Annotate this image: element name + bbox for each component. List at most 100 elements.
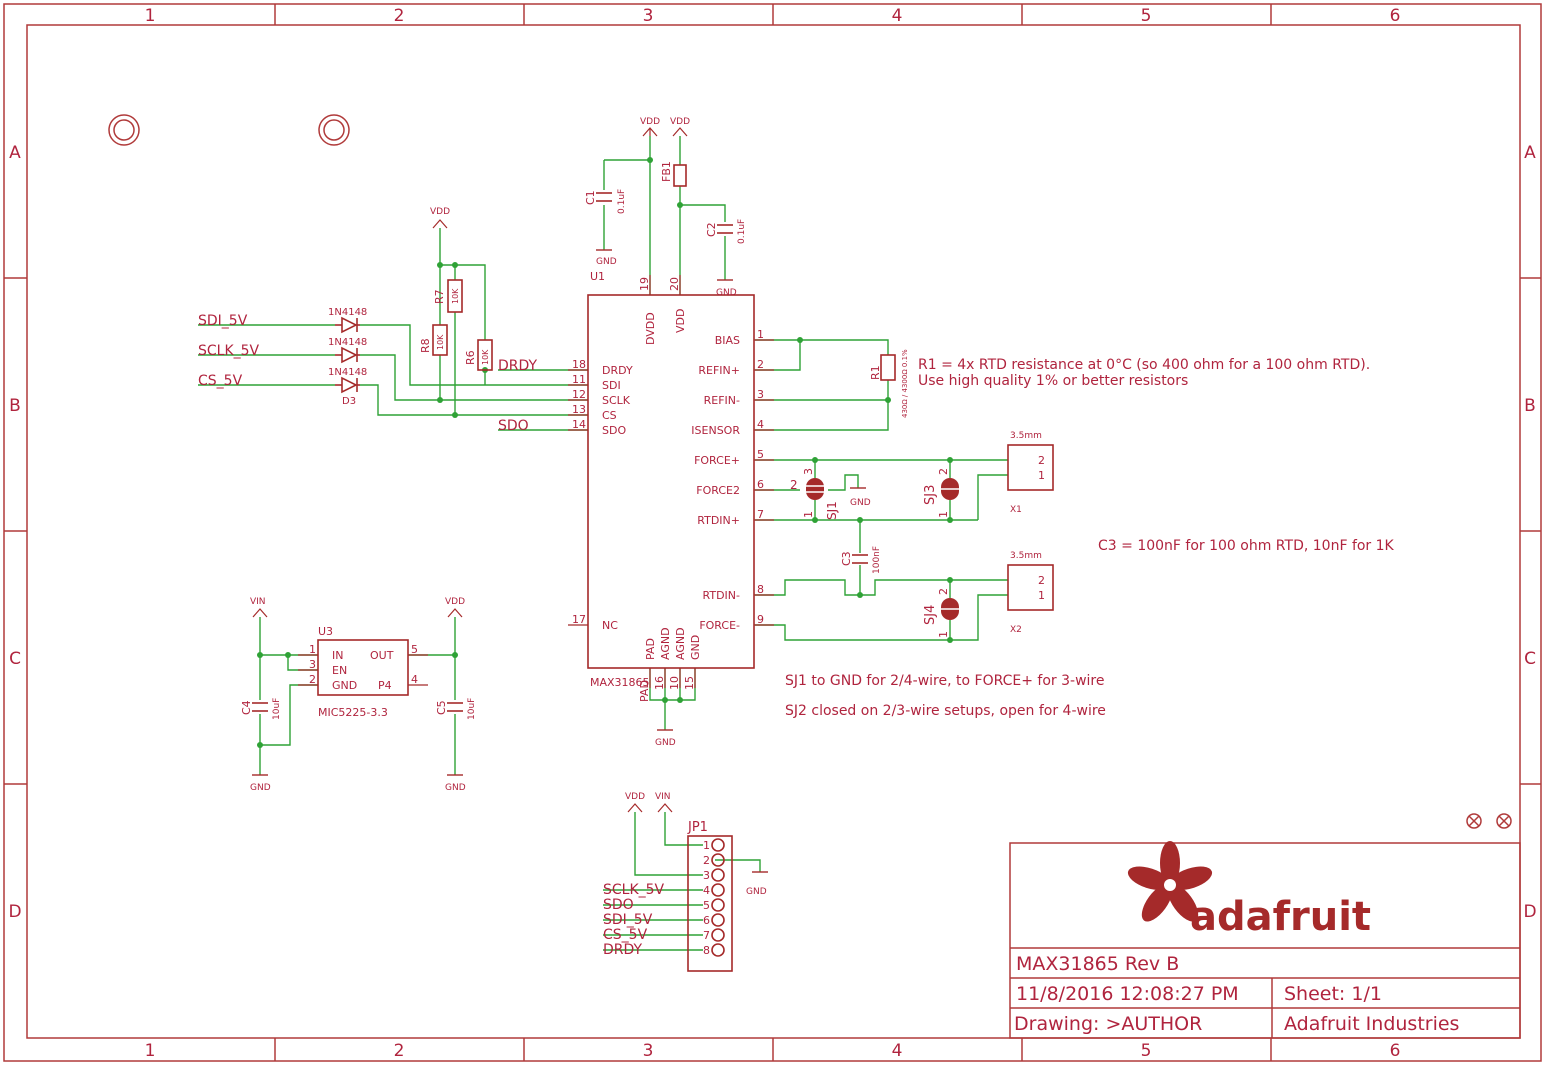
c5-value: 10uF	[467, 698, 477, 720]
sj1-pin-3: 3	[802, 468, 815, 475]
vin-label-u3: VIN	[250, 597, 266, 607]
u1-pin-num-11: 11	[572, 373, 586, 386]
u3-pin-label-in: IN	[332, 649, 343, 662]
x1-value: 3.5mm	[1010, 431, 1042, 441]
u1-pin-label-force-minus: FORCE-	[699, 619, 740, 632]
u1-pin-num-7: 7	[757, 508, 764, 521]
u1-value: MAX31865	[590, 676, 650, 689]
sj1-ref: SJ1	[825, 501, 839, 520]
jp1-pin-1: 1	[703, 839, 710, 852]
diode-2-ref: 1N4148	[328, 337, 367, 348]
x2-pin-2: 2	[1038, 574, 1045, 587]
jp1-net-sclk-5v: SCLK_5V	[603, 882, 665, 898]
col-label-top-1: 1	[145, 6, 156, 26]
u1-pin-label-rtdin-minus: RTDIN-	[703, 589, 741, 602]
u1-pin-num-14: 14	[572, 418, 586, 431]
frame-row-labels: A B C D A B C D	[8, 143, 1536, 922]
u1-pin-label-force-plus: FORCE+	[694, 454, 740, 467]
u1-pin-label-isensor: ISENSOR	[691, 424, 740, 437]
u1-pin-num-18: 18	[572, 358, 586, 371]
vdd-label-jp1: VDD	[625, 792, 645, 802]
jp1-pin-4: 4	[703, 884, 710, 897]
row-label-left-d: D	[8, 902, 21, 922]
u1-pin-label-dvdd: DVDD	[644, 312, 657, 345]
u1-pin-label-drdy: DRDY	[602, 364, 633, 377]
row-label-right-d: D	[1523, 902, 1536, 922]
net-label-sclk-5v: SCLK_5V	[198, 343, 260, 359]
vdd-label-u3: VDD	[445, 597, 465, 607]
row-label-left-b: B	[9, 396, 21, 416]
fiducial-icon	[1466, 813, 1512, 829]
title-block	[1009, 842, 1521, 1039]
title-text: MAX31865 Rev B	[1016, 953, 1179, 975]
u1-pin-label-vdd: VDD	[674, 309, 687, 333]
vdd-arrow-icon	[432, 127, 688, 813]
r7-ref: R7	[433, 289, 446, 304]
mounting-hole-icon	[108, 114, 350, 146]
u3-pin-label-out: OUT	[370, 649, 394, 662]
c4-value: 10uF	[272, 698, 282, 720]
u1-pin-label-force2: FORCE2	[696, 484, 740, 497]
col-label-bottom-4: 4	[892, 1041, 903, 1061]
u1-pin-label-refin-plus: REFIN+	[698, 364, 740, 377]
jp1-pin-3: 3	[703, 869, 710, 882]
col-label-top-2: 2	[394, 6, 405, 26]
vin-label-jp1: VIN	[655, 792, 671, 802]
x2-ref: X2	[1010, 625, 1022, 635]
gnd-label-sj1: GND	[850, 498, 871, 508]
sj4-ref: SJ4	[923, 605, 938, 625]
col-label-top-3: 3	[643, 6, 654, 26]
note-c3: C3 = 100nF for 100 ohm RTD, 10nF for 1K	[1098, 538, 1395, 554]
u1-pin-num-1: 1	[757, 328, 764, 341]
col-label-bottom-2: 2	[394, 1041, 405, 1061]
row-label-right-a: A	[1524, 143, 1536, 163]
col-label-bottom-5: 5	[1141, 1041, 1152, 1061]
diode-3-designator: D3	[342, 396, 356, 407]
vdd-label-c1: VDD	[640, 117, 660, 127]
sj3-pin-1: 1	[937, 511, 950, 518]
diode-1-ref: 1N4148	[328, 307, 367, 318]
col-label-top-4: 4	[892, 6, 903, 26]
jp1-net-sdo: SDO	[603, 897, 634, 913]
frame-column-labels: 1 2 3 4 5 6 1 2 3 4 5 6	[145, 6, 1401, 1061]
jp1-pin-6: 6	[703, 914, 710, 927]
c3-ref: C3	[840, 551, 853, 566]
u3-ref: U3	[318, 625, 333, 638]
company-text: Adafruit Industries	[1284, 1013, 1459, 1035]
u1-pin-num-16: 16	[653, 676, 666, 690]
u1-pin-num-13: 13	[572, 403, 586, 416]
vin-arrow-icon	[252, 608, 673, 813]
junction-dots	[257, 157, 953, 748]
diode-3-ref: 1N4148	[328, 367, 367, 378]
u1-pin-label-refin-minus: REFIN-	[704, 394, 740, 407]
u1-pin-num-2: 2	[757, 358, 764, 371]
row-label-left-c: C	[9, 649, 21, 669]
u1-pin-num-4: 4	[757, 418, 764, 431]
date-text: 11/8/2016 12:08:27 PM	[1016, 983, 1239, 1005]
note-r1-line2: Use high quality 1% or better resistors	[918, 373, 1188, 389]
x1-pin-1: 1	[1038, 469, 1045, 482]
u1-pin-num-10: 10	[668, 676, 681, 690]
u1-pad-pin-label: PAD	[638, 680, 651, 702]
col-label-bottom-3: 3	[643, 1041, 654, 1061]
sj1-pin-1: 1	[802, 511, 815, 518]
r7-value: 10K	[451, 288, 460, 304]
u1-pin-num-15: 15	[683, 676, 696, 690]
u3-pin-num-4: 4	[411, 673, 418, 686]
u1-pin-num-12: 12	[572, 388, 586, 401]
u1-pin-num-19: 19	[638, 277, 651, 291]
gnd-label-u1: GND	[655, 738, 676, 748]
r8-ref: R8	[419, 338, 432, 353]
jp1-pin-7: 7	[703, 929, 710, 942]
sj3-ref: SJ3	[923, 485, 938, 505]
gnd-symbol-icon	[252, 249, 866, 873]
u3-value: MIC5225-3.3	[318, 706, 388, 719]
col-label-top-6: 6	[1390, 6, 1401, 26]
c5-ref: C5	[435, 700, 448, 715]
vdd-label-pullup: VDD	[430, 207, 450, 217]
u3-pin-label-en: EN	[332, 664, 347, 677]
c1-value: 0.1uF	[617, 189, 627, 214]
u1-pin-label-sdo: SDO	[602, 424, 626, 437]
note-sj2: SJ2 closed on 2/3-wire setups, open for …	[785, 703, 1106, 719]
jp1-pin-5: 5	[703, 899, 710, 912]
